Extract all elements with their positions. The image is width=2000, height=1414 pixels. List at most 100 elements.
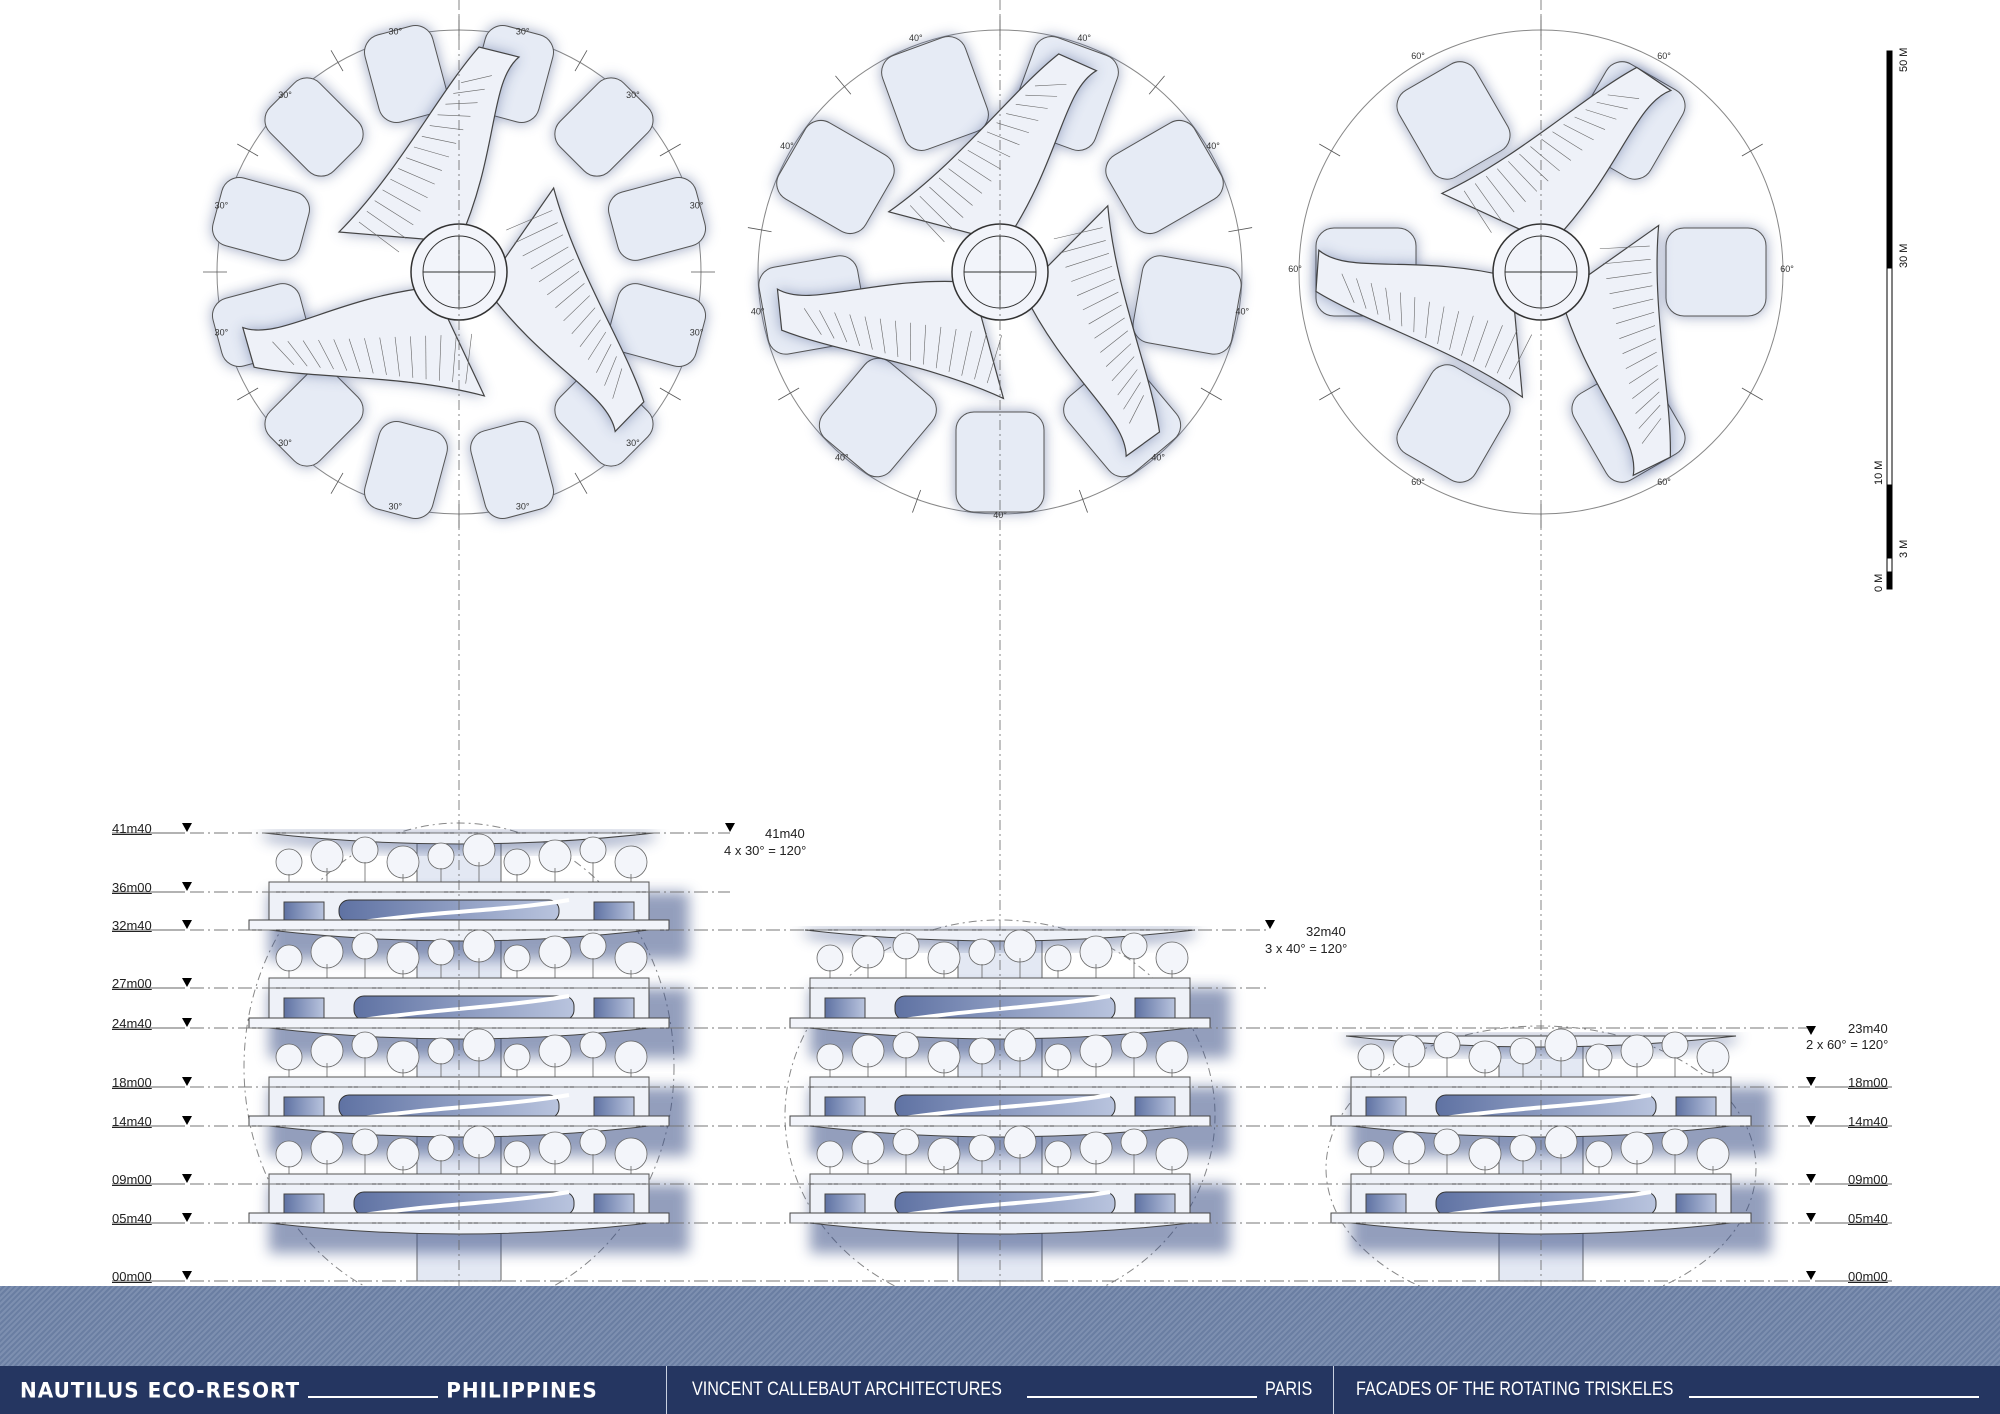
tree <box>427 938 455 966</box>
terrace-line <box>1473 320 1489 362</box>
terrace-line <box>398 168 435 185</box>
scale-bar-segment <box>1886 267 1893 486</box>
angle-tick <box>659 387 681 401</box>
tree <box>1079 935 1113 969</box>
terrace-line <box>272 341 295 365</box>
residential-pod <box>1132 255 1242 355</box>
level-marker-icon <box>1806 1213 1816 1222</box>
terrace-line <box>547 270 580 296</box>
angle-label: 60° <box>1657 51 1671 61</box>
residential-pod <box>554 77 654 177</box>
triskele-arm <box>337 46 521 243</box>
facade-1 <box>243 822 689 1312</box>
terrace-line <box>1123 382 1141 410</box>
terrace-line <box>1622 338 1656 354</box>
terrace-line <box>612 368 623 399</box>
terrace-line <box>1059 240 1106 254</box>
terrace-line <box>1519 153 1549 182</box>
tree <box>462 833 496 867</box>
angle-label: 60° <box>1657 477 1671 487</box>
terrace-line <box>425 335 427 380</box>
level-marker-icon <box>182 1077 192 1086</box>
tree <box>503 1043 531 1071</box>
tree <box>927 1040 961 1074</box>
level-marker-icon <box>1806 1026 1816 1035</box>
terrace-line <box>1088 304 1122 325</box>
terrace-line <box>967 150 1001 170</box>
terrace-line <box>1508 334 1532 380</box>
tree <box>968 938 996 966</box>
ground-hatch <box>0 1286 2000 1366</box>
tree <box>1544 1028 1578 1062</box>
tree <box>1433 1128 1461 1156</box>
tree <box>427 842 455 870</box>
tree <box>892 1128 920 1156</box>
tree <box>538 935 572 969</box>
angle-tick <box>1319 387 1341 401</box>
tree <box>427 1037 455 1065</box>
level-label-left: 05m40 <box>112 1211 152 1226</box>
level-marker-icon <box>182 882 192 891</box>
spiral-ramp <box>348 994 570 1024</box>
terrace-line <box>1615 312 1655 324</box>
tree <box>892 932 920 960</box>
tree <box>579 932 607 960</box>
title-divider <box>1333 1366 1334 1414</box>
tree <box>816 1140 844 1168</box>
terrace-line <box>1609 285 1653 295</box>
facade3-top-level: 23m40 <box>1848 1021 1888 1036</box>
angle-tick <box>659 143 681 157</box>
tree <box>1120 1031 1148 1059</box>
terrace-line <box>1612 298 1654 309</box>
terrace-line <box>413 146 450 158</box>
tree <box>1585 1140 1613 1168</box>
facade-2 <box>784 919 1230 1312</box>
scale-bar-segment <box>1886 557 1893 573</box>
terrace-line <box>1341 273 1355 303</box>
tree <box>351 836 379 864</box>
terrace-line <box>366 211 407 239</box>
terrace-line <box>538 258 574 283</box>
tree <box>1661 1128 1689 1156</box>
plan-view-plan-4x30: 30°30°30°30°30°30°30°30°30°30°30°30° <box>203 16 715 528</box>
terrace-line <box>974 333 987 380</box>
terrace-line <box>1599 245 1650 250</box>
architect-city: PARIS <box>1264 1379 1312 1400</box>
terrace-line <box>1632 378 1659 399</box>
tree <box>1509 1037 1537 1065</box>
tree <box>386 1040 420 1074</box>
residential-pod <box>818 357 937 478</box>
level-marker-icon <box>182 1213 192 1222</box>
residential-pod <box>881 35 989 151</box>
angle-tick <box>574 472 588 494</box>
terrace-line <box>1541 138 1572 161</box>
tree <box>1392 1131 1426 1165</box>
terrace-line <box>382 189 421 212</box>
architect-name: VINCENT CALLEBAUT ARCHITECTURES <box>692 1379 1002 1400</box>
angle-tick <box>237 143 259 157</box>
tree <box>386 941 420 975</box>
tree <box>275 944 303 972</box>
tree <box>579 1128 607 1156</box>
level-label-left: 36m00 <box>112 880 152 895</box>
tree <box>1155 1040 1189 1074</box>
terrace-line <box>452 334 457 383</box>
level-marker-icon <box>1806 1271 1816 1280</box>
terrace-line <box>1413 297 1416 333</box>
angle-label: 40° <box>1151 452 1165 462</box>
terrace-line <box>579 319 601 347</box>
level-label-right: 09m00 <box>1848 1172 1888 1187</box>
angle-label: 30° <box>389 26 403 36</box>
project-name: NAUTILUS ECO-RESORT <box>20 1377 301 1403</box>
tree <box>614 941 648 975</box>
angle-label: 40° <box>780 141 794 151</box>
terrace-line <box>445 102 478 105</box>
tree <box>614 845 648 879</box>
angle-label: 30° <box>278 90 292 100</box>
tree <box>816 1043 844 1071</box>
residential-pod <box>264 77 364 177</box>
terrace-line <box>1619 325 1656 339</box>
tree <box>851 935 885 969</box>
terrace-line <box>522 234 564 257</box>
tree <box>1696 1040 1730 1074</box>
